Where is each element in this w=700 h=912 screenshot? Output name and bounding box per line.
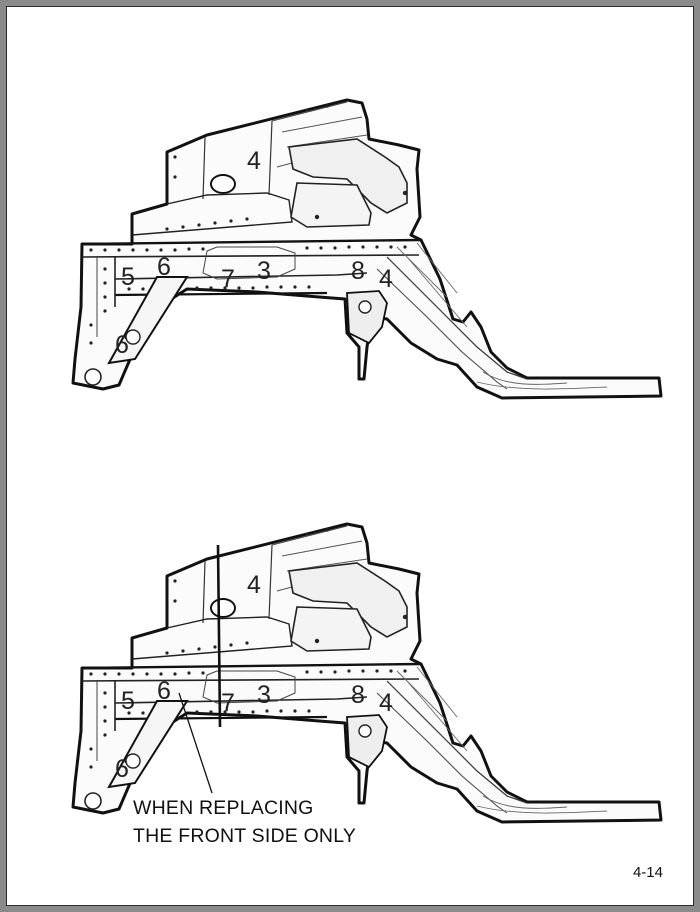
callout-5-top: 5	[121, 263, 135, 291]
figure-bottom: 4 5 6 7 3 8 4 6	[71, 522, 663, 824]
callout-4-lower-bottom: 4	[379, 689, 393, 717]
callout-6-upper-bottom: 6	[157, 677, 171, 705]
callout-8-bottom: 8	[351, 681, 365, 709]
callout-7-top: 7	[221, 265, 235, 293]
callout-7-bottom: 7	[221, 689, 235, 717]
callout-4-upper-top: 4	[247, 147, 261, 175]
body-frame-drawing-top	[71, 98, 663, 400]
callout-8-top: 8	[351, 257, 365, 285]
callout-3-top: 3	[257, 257, 271, 285]
page-sheet: 4 5 6 7 3 8 4 6 4 5 6 7 3 8 4 6	[6, 6, 694, 906]
body-structure-drawings: 4 5 6 7 3 8 4 6 4 5 6 7 3 8 4 6	[71, 98, 663, 824]
callout-4-upper-bottom: 4	[247, 571, 261, 599]
page-number: 4-14	[632, 864, 663, 881]
callout-5-bottom: 5	[121, 687, 135, 715]
callout-4-lower-top: 4	[379, 265, 393, 293]
note-line-1: WHEN REPLACING	[133, 797, 314, 819]
figure-top: 4 5 6 7 3 8 4 6	[71, 98, 663, 400]
callout-6-upper-top: 6	[157, 253, 171, 281]
callout-3-bottom: 3	[257, 681, 271, 709]
callout-6-lower-top: 6	[115, 331, 129, 359]
note-line-2: THE FRONT SIDE ONLY	[133, 825, 357, 847]
note-leader-line	[178, 692, 213, 794]
body-frame-drawing-bottom	[71, 522, 663, 824]
cut-line	[216, 544, 222, 728]
callout-6-lower-bottom: 6	[115, 755, 129, 783]
